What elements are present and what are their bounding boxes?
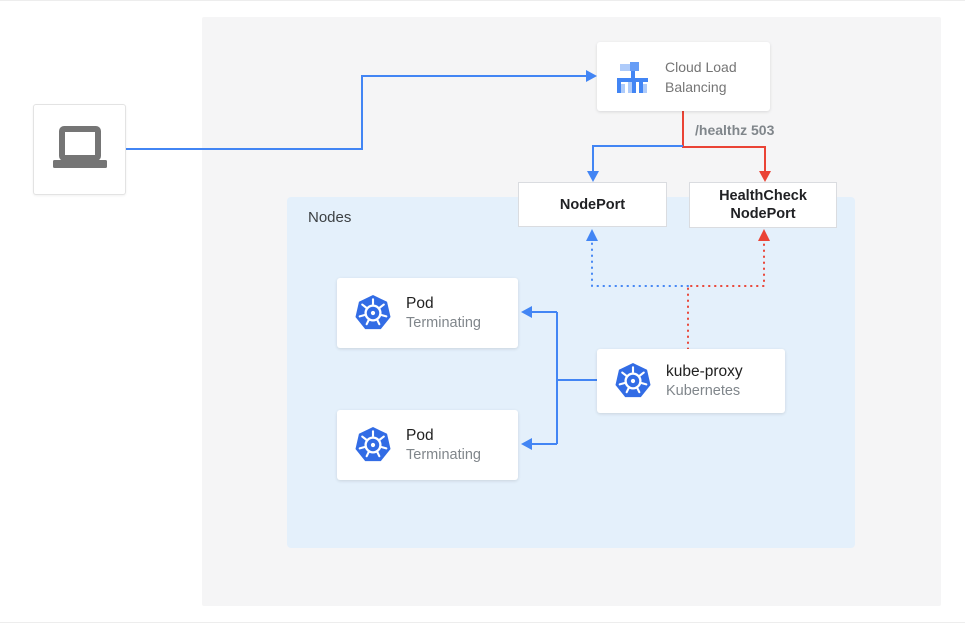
pod-title: Pod [406,295,434,312]
kube-proxy-title: kube-proxy [666,363,743,380]
kube-proxy-node: kube-proxy Kubernetes [597,349,785,413]
pod-title: Pod [406,427,434,444]
laptop-icon [52,125,107,168]
pod-status: Terminating [406,315,481,331]
kube-proxy-subtitle: Kubernetes [666,383,741,399]
kubernetes-icon [615,363,651,398]
cloud-load-balancing-label: Cloud Load Balancing [665,58,737,95]
healthcheck-nodeport-node: HealthCheck NodePort [689,182,837,228]
cloud-load-balancing-node: Cloud Load Balancing [597,42,770,111]
load-balancer-icon [617,61,648,93]
nodes-group-label: Nodes [308,209,352,226]
pod-terminating-node-1: Pod Terminating [337,278,518,348]
healthz-status-label: /healthz 503 [695,122,775,138]
healthcheck-nodeport-label: HealthCheck NodePort [719,188,807,222]
pod-status: Terminating [406,447,481,463]
pod-terminating-node-2: Pod Terminating [337,410,518,480]
client-node [33,104,126,195]
kubernetes-icon [355,427,391,462]
nodeport-node: NodePort [518,182,667,227]
kubernetes-icon [355,295,391,330]
nodeport-label: NodePort [559,196,626,213]
